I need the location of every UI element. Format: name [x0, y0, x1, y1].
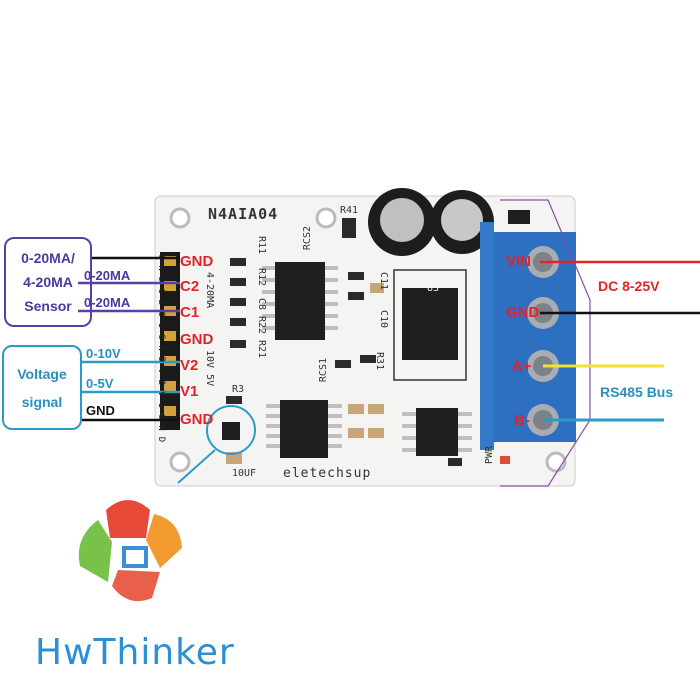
sensor-line-3: Sensor: [24, 298, 72, 314]
silk-c10: C10: [378, 310, 389, 329]
silk-r22: R22: [256, 316, 267, 335]
wire-label-v2: 0-10V: [86, 346, 121, 361]
wire-label-c2: 0-20MA: [84, 268, 131, 283]
sensor-label-box: 0-20MA/ 4-20MA Sensor: [4, 237, 92, 327]
hwthinker-logo-mark-icon: [78, 500, 182, 602]
highlight-circle: [206, 405, 256, 455]
pin-c1: C1: [180, 304, 200, 321]
silk-r21: R21: [256, 340, 267, 359]
power-led: [500, 456, 510, 464]
silk-rcs1: RCS1: [318, 358, 329, 383]
voltage-line-2: signal: [21, 393, 63, 410]
silk-r3: R3: [232, 384, 245, 395]
power-supply-label: DC 8-25V: [598, 278, 660, 294]
wire-label-gnd: GND: [86, 403, 115, 418]
rs485-transceiver-chip: [416, 408, 458, 456]
silk-u3: U3: [427, 283, 440, 294]
ic-chip: [280, 400, 328, 458]
silk-pwr: PWR: [484, 446, 495, 465]
terminal-a-plus: A+: [512, 358, 532, 375]
wire-label-v1: 0-5V: [86, 376, 114, 391]
terminal-vin: VIN: [506, 253, 532, 270]
wire-label-c1: 0-20MA: [84, 295, 131, 310]
mounting-hole: [169, 207, 191, 229]
terminal-b-minus: B-: [514, 412, 530, 429]
pin-v1: V1: [180, 383, 199, 400]
silk-rcs2: RCS2: [302, 226, 313, 251]
hwthinker-logo-text: HwThinker: [35, 632, 235, 673]
brand-silk-label: eletechsup: [283, 466, 372, 481]
pin-c2: C2: [180, 278, 200, 295]
rs485-bus-label: RS485 Bus: [600, 384, 674, 400]
silk-r12: R12: [256, 268, 267, 287]
pin-v2: V2: [180, 357, 199, 374]
silk-r11: R11: [256, 236, 267, 255]
ic-chip: [275, 262, 325, 340]
voltage-line-1: Voltage: [17, 365, 67, 382]
silk-10uf: 10UF: [232, 468, 257, 479]
mounting-hole: [169, 451, 191, 473]
pin-gnd-1: GND: [180, 253, 214, 270]
silk-c11: C11: [378, 272, 389, 291]
silk-c8: C8: [256, 298, 267, 311]
board-model-label: N4AIA04: [208, 205, 279, 223]
regulator-chip: [402, 288, 458, 360]
sensor-line-2: 4-20MA: [23, 274, 73, 290]
silk-r31: R31: [374, 352, 385, 371]
terminal-gnd: GND: [506, 304, 540, 321]
pin-gnd-3: GND: [180, 411, 214, 428]
voltage-label-box: Voltage signal: [2, 345, 82, 430]
side-pin-silk: GNDC2C1GNDV2V1GND: [156, 254, 166, 449]
silk-r41: R41: [340, 205, 359, 216]
silk-current-range: 4-20MA: [204, 272, 215, 309]
mounting-hole: [545, 451, 567, 473]
mounting-hole: [315, 207, 337, 229]
silk-voltage-range: 10V 5V: [204, 350, 215, 387]
pin-gnd-2: GND: [180, 331, 214, 348]
sensor-line-1: 0-20MA/: [21, 250, 75, 266]
